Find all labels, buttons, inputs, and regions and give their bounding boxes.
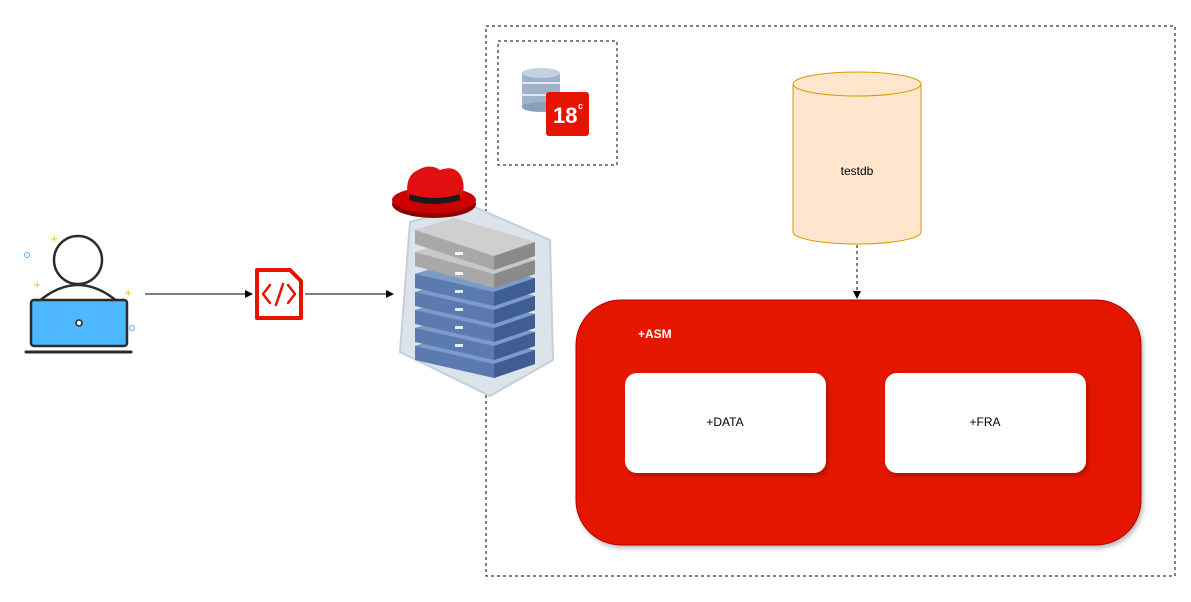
asm-container[interactable] — [575, 299, 1142, 546]
svg-text:+: + — [124, 288, 132, 299]
svg-text:+: + — [50, 234, 58, 245]
data-diskgroup-label: +DATA — [706, 415, 743, 429]
server-unit-gray — [415, 218, 535, 270]
asm-label: +ASM — [638, 327, 672, 341]
svg-text:+: + — [33, 280, 41, 291]
code-file-icon — [255, 268, 303, 320]
fra-diskgroup-label: +FRA — [969, 415, 1000, 429]
oracle-badge — [546, 92, 589, 136]
testdb-cylinder[interactable]: testdb — [792, 71, 922, 245]
oracle-version-box — [497, 40, 618, 166]
oracle-badge-superscript: c — [578, 101, 583, 111]
laptop-user-icon: + + + — [24, 234, 135, 354]
testdb-label: testdb — [841, 164, 874, 178]
oracle-badge-text: 18 — [553, 103, 577, 128]
oracle-database-icon: 18 c — [522, 68, 589, 136]
server-stack-icon — [399, 204, 554, 397]
data-diskgroup[interactable] — [625, 373, 826, 473]
fra-diskgroup[interactable] — [885, 373, 1086, 473]
redhat-icon — [392, 166, 476, 218]
